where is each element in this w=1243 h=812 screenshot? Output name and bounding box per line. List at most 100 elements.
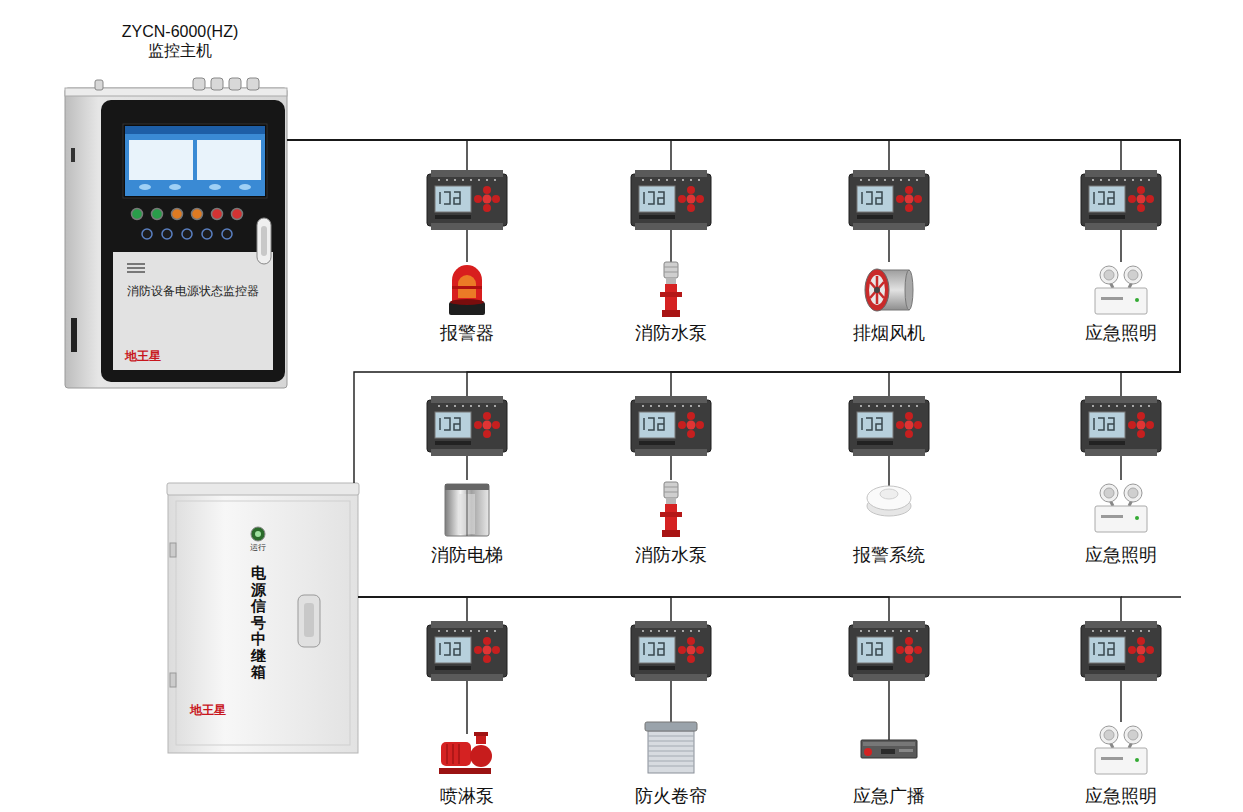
equipment-icons (445, 484, 489, 536)
monitor-cabinet (132, 209, 243, 220)
relay-box (168, 491, 358, 753)
status-label: 运行 (243, 543, 273, 553)
module-stub-wire (670, 230, 671, 262)
equipment-icons (439, 732, 492, 774)
monitor-modules (1081, 396, 1161, 456)
monitor-cabinet (95, 80, 103, 90)
device-label: 排烟风机 (829, 324, 949, 344)
monitor-cabinet (172, 209, 183, 220)
module-stub-wire (466, 456, 467, 480)
monitor-cabinet (101, 100, 285, 382)
module-stub-wire (888, 230, 889, 262)
device-node: 应急照明 (1061, 621, 1181, 809)
monitor-cabinet (127, 264, 145, 272)
monitor-cabinet (182, 229, 192, 239)
monitor-cabinet (239, 184, 251, 190)
relay-box (304, 603, 314, 637)
monitor-cabinet (247, 78, 259, 90)
equipment-icons (645, 722, 697, 773)
relay-box (167, 483, 359, 495)
bus-wire (358, 597, 1121, 621)
monitor-cabinet (162, 229, 172, 239)
module-stub-wire (1121, 596, 1181, 597)
relay-box (167, 483, 359, 753)
monitor-cabinet (132, 209, 143, 220)
monitor-modules (1081, 170, 1161, 230)
module-stub-wire (1120, 456, 1121, 480)
bus-wire (287, 140, 467, 170)
equipment-icons (865, 269, 913, 311)
monitor-modules (849, 396, 929, 456)
bus-wire (287, 140, 1180, 396)
bus-wire (358, 597, 467, 621)
equipment-icons (439, 262, 1147, 774)
module-stub-wire (467, 230, 1181, 740)
device-node: 排烟风机 (829, 170, 949, 346)
device-node: 报警器 (407, 170, 527, 346)
monitor-cabinet (209, 184, 221, 190)
monitor-cabinet (113, 252, 273, 370)
monitor-modules (849, 170, 929, 230)
monitor-cabinet (152, 209, 163, 220)
relay-box (251, 527, 265, 541)
monitor-cabinet (129, 140, 193, 180)
device-node: 喷淋泵 (407, 621, 527, 809)
bus-wire (287, 140, 1180, 396)
monitor-cabinet (127, 271, 145, 273)
monitor-cabinet (261, 226, 267, 256)
relay-box (298, 595, 320, 647)
monitor-cabinet (125, 126, 265, 196)
monitor-cabinet (193, 78, 205, 90)
bus-wire (287, 140, 1121, 170)
bus-wire (358, 597, 889, 621)
relay-box (170, 543, 176, 557)
monitor-cabinet (65, 78, 287, 388)
device-node: 消防水泵 (611, 170, 731, 346)
device-label: 应急照明 (1061, 546, 1181, 566)
monitor-cabinet (139, 184, 251, 190)
module-stub-wire (888, 456, 889, 486)
monitor-modules (631, 621, 711, 681)
monitor-modules (1081, 621, 1161, 681)
device-label: 消防电梯 (407, 546, 527, 566)
bus-wire (287, 140, 1180, 396)
monitor-cabinet (71, 318, 77, 352)
monitor-modules (427, 621, 507, 681)
module-stub-wire (888, 681, 889, 740)
monitor-cabinet (212, 209, 223, 220)
monitor-cabinet (142, 229, 232, 239)
monitor-host: ZYCN-6000(HZ) 监控主机消防设备电源状态监控器地王星 (65, 18, 287, 390)
monitor-cabinet (169, 184, 181, 190)
monitor-cabinet (202, 229, 212, 239)
monitor-cabinet (232, 209, 243, 220)
module-stub-wire (1120, 681, 1121, 722)
panel-title: 消防设备电源状态监控器 (115, 284, 271, 298)
box-title: 电源信号中继箱 (251, 565, 266, 681)
equipment-icons (861, 740, 917, 758)
relay-box-node: 运行电源信号中继箱地王星 (168, 483, 358, 753)
device-label: 防火卷帘 (611, 787, 731, 807)
equipment-icons (1095, 726, 1147, 774)
device-node: 消防水泵 (611, 396, 731, 568)
monitor-modules (427, 170, 1161, 681)
module-stub-wire (466, 230, 467, 262)
bus-wire (358, 597, 671, 621)
monitor-modules (631, 396, 711, 456)
brand-mark: 地王星 (190, 703, 240, 717)
equipment-icons (449, 265, 485, 315)
equipment-icons (867, 486, 911, 516)
bus-wire (287, 140, 889, 170)
monitor-modules (427, 396, 507, 456)
monitor-cabinet (71, 148, 75, 162)
equipment-icons (660, 482, 682, 537)
monitor-cabinet (125, 126, 265, 134)
monitor-cabinet (222, 229, 232, 239)
monitor-modules (849, 621, 929, 681)
monitor-cabinet (192, 209, 203, 220)
device-node: 消防电梯 (407, 396, 527, 568)
monitor-cabinet (139, 184, 151, 190)
monitor-cabinet (127, 267, 145, 269)
monitor-cabinet (95, 78, 259, 90)
